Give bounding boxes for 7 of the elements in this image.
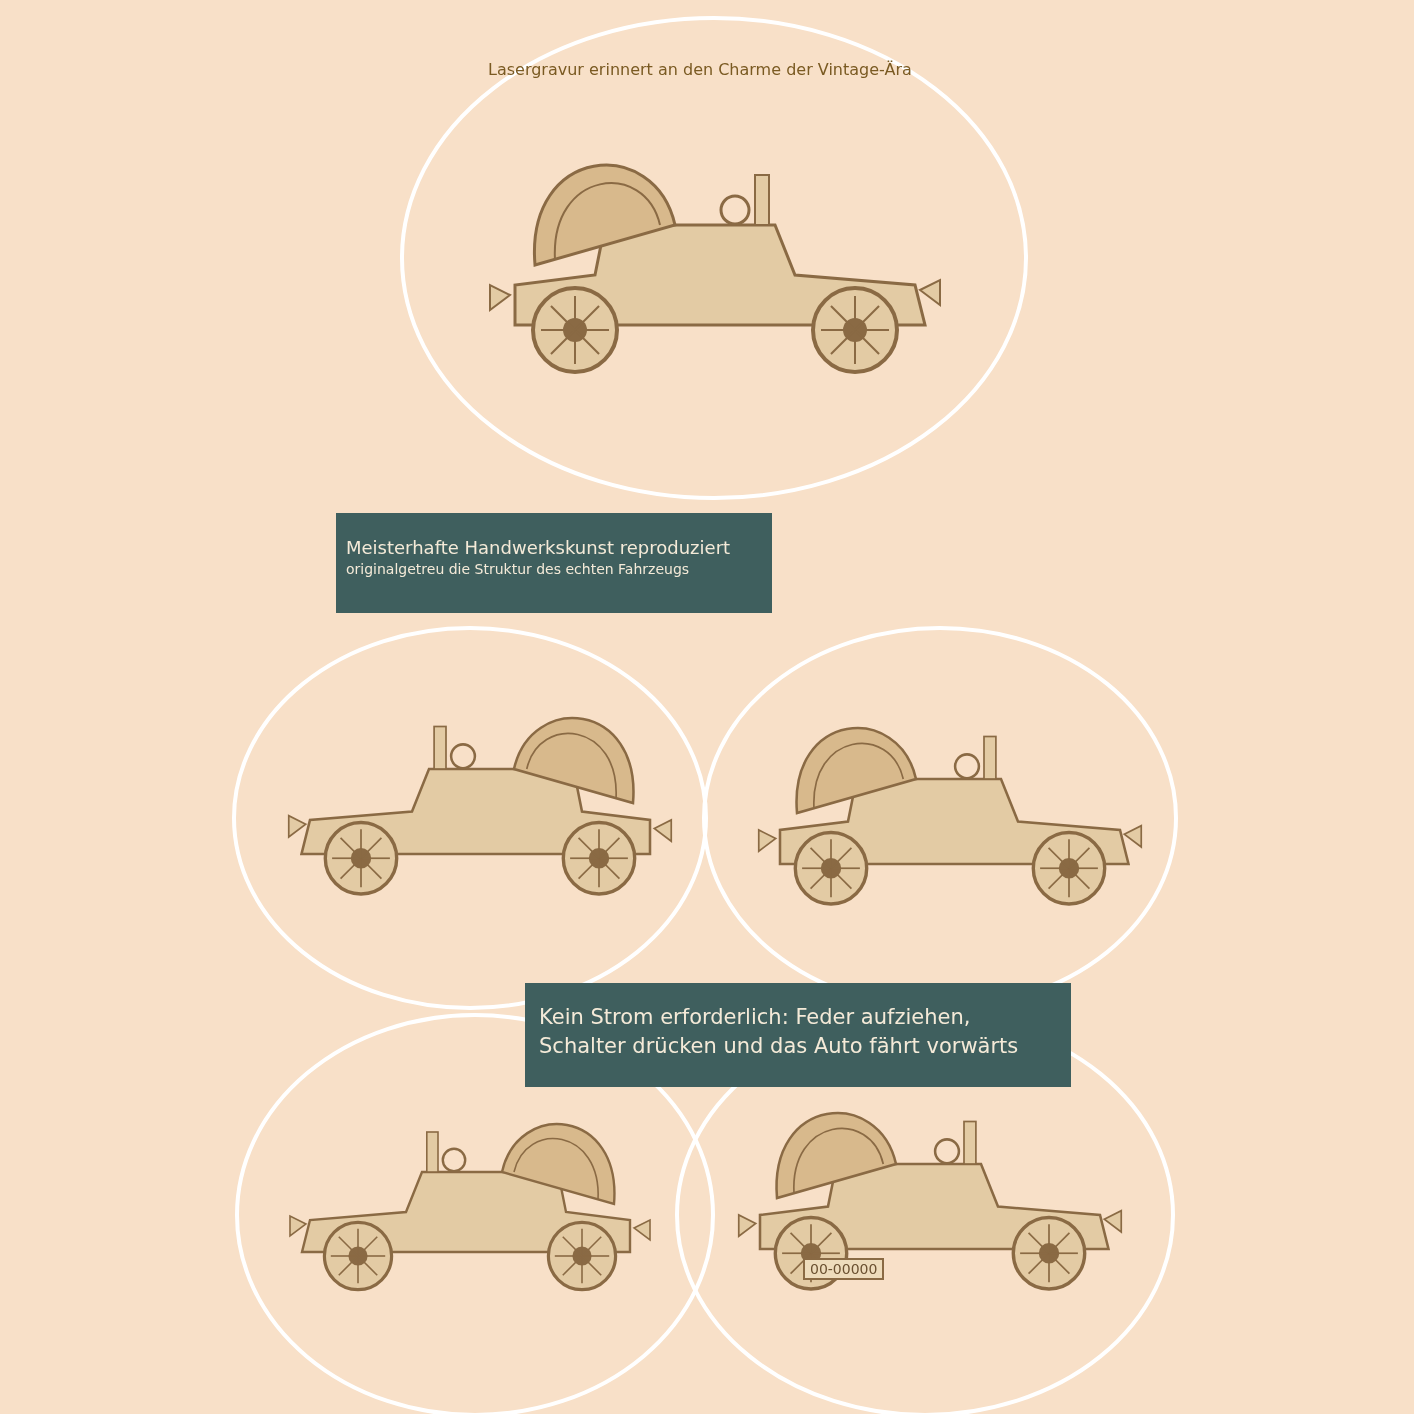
text-banner <box>525 983 1071 1087</box>
banner-text: originalgetreu die Struktur des echten Fahrzeugs <box>346 560 691 580</box>
banner-text: Kein Strom erforderlich: Feder aufziehen, Schalter drücken und das Auto fährt vorwärts <box>539 1004 1020 1061</box>
banner-heading: Meisterhafte Handwerkskunst reproduziert <box>346 536 732 560</box>
text-banner <box>336 513 772 613</box>
license-plate: 00-00000 <box>803 1258 885 1280</box>
caption-text: Lasergravur erinnert an den Charme der Vintage-Ära <box>488 60 912 79</box>
